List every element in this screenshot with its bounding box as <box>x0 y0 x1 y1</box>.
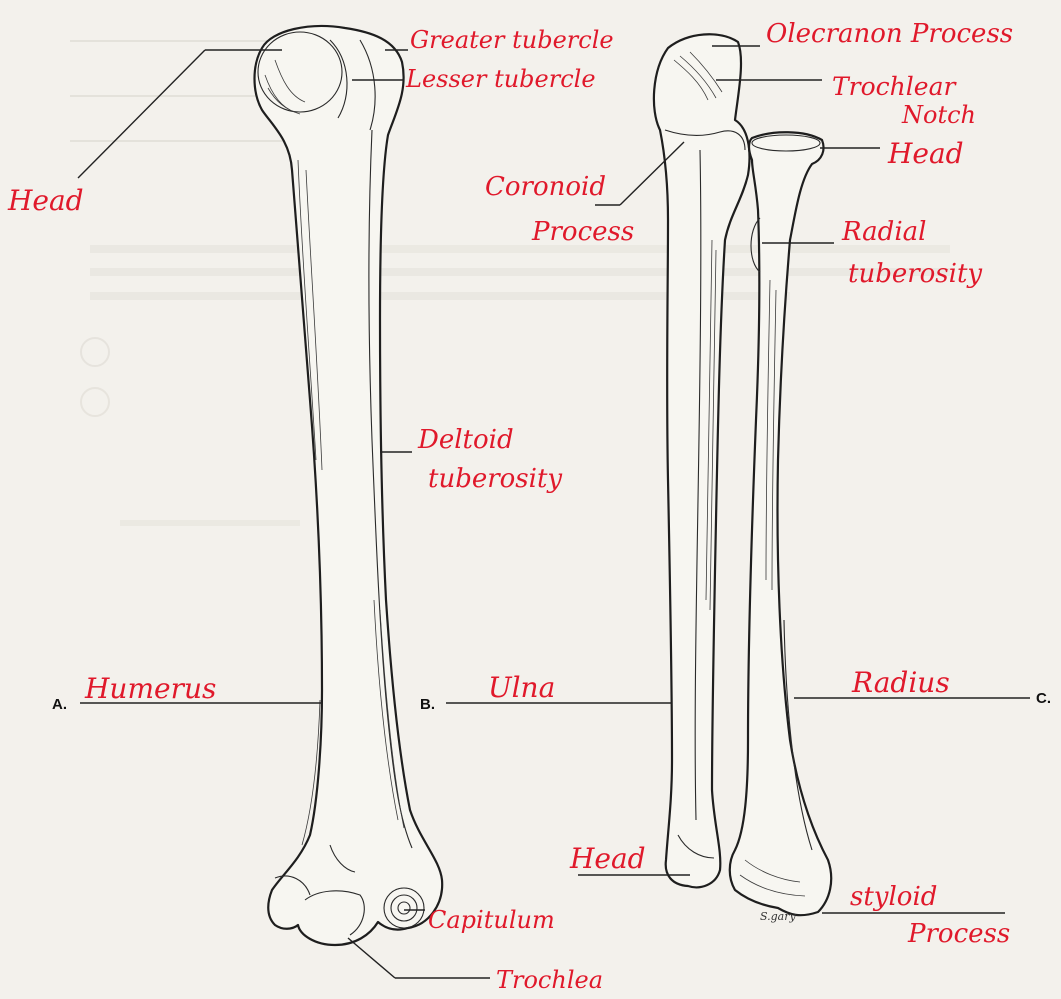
label-trochlea: Trochlea <box>496 966 603 994</box>
marker-b: B. <box>420 696 435 713</box>
label-greater-tubercle: Greater tubercle <box>410 26 614 54</box>
label-humerus: Humerus <box>84 672 216 705</box>
label-styloid: styloid <box>850 882 937 912</box>
label-styloid-process: Process <box>907 919 1010 949</box>
ulna-drawing <box>654 34 750 887</box>
label-radial: Radial <box>841 217 926 247</box>
label-capitulum: Capitulum <box>428 906 555 934</box>
marker-c: C. <box>1036 690 1051 707</box>
marker-a: A. <box>52 696 67 713</box>
label-radius: Radius <box>851 666 950 699</box>
label-deltoid: Deltoid <box>417 425 514 455</box>
label-coronoid-process: Process <box>531 217 634 247</box>
label-coronoid: Coronoid <box>485 172 606 202</box>
labels: Head Greater tubercle Lesser tubercle De… <box>7 19 1013 994</box>
label-trochlear: Trochlear <box>832 72 957 101</box>
label-humerus-head: Head <box>7 184 84 217</box>
label-olecranon-process: Olecranon Process <box>766 19 1013 49</box>
label-trochlear-notch: Notch <box>901 101 976 129</box>
label-radius-head: Head <box>887 137 964 170</box>
artist-signature: S.gary <box>760 910 796 923</box>
label-ulna: Ulna <box>488 671 555 704</box>
label-radial-tuberosity: tuberosity <box>848 259 982 289</box>
label-lesser-tubercle: Lesser tubercle <box>405 65 596 93</box>
label-deltoid-tuberosity: tuberosity <box>428 464 562 494</box>
humerus-drawing <box>255 26 443 945</box>
label-ulna-head: Head <box>569 842 646 875</box>
